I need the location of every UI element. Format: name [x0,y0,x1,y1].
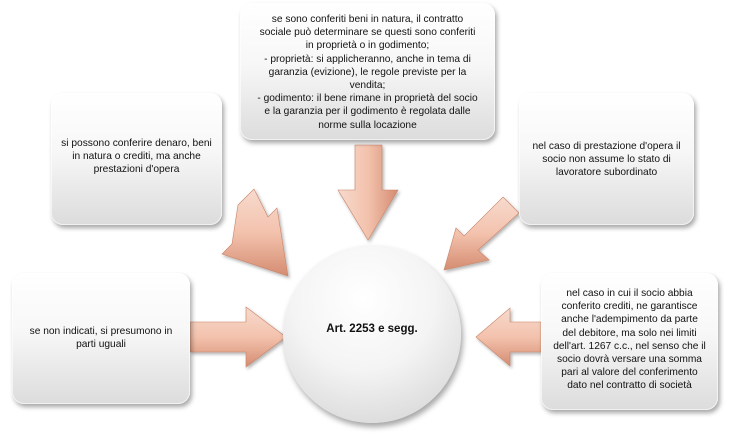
note-text-upper-left: si possono conferire denaro, beni in nat… [61,138,212,176]
note-box-lower-right: nel caso in cui il socio abbia conferito… [541,273,718,410]
note-box-lower-left: se non indicati, si presumono in parti u… [12,273,190,404]
note-text-lower-left: se non indicati, si presumono in parti u… [29,326,173,351]
note-box-upper-left: si possono conferire denaro, beni in nat… [51,93,222,225]
center-node: Art. 2253 e segg. [283,245,461,423]
arrow-lower-right [475,307,542,367]
note-box-upper-right: nel caso di prestazione d'opera il socio… [519,93,694,225]
note-text-top: se sono conferiti beni in natura, il con… [257,14,478,131]
center-label: Art. 2253 e segg. [326,323,418,335]
note-text-upper-right: nel caso di prestazione d'opera il socio… [532,141,681,179]
arrow-top [337,144,399,241]
note-box-top: se sono conferiti beni in natura, il con… [240,3,495,140]
arrow-lower-left [189,306,287,368]
arrow-upper-left [221,188,289,277]
arrow-upper-right [443,196,520,271]
note-text-lower-right: nel caso in cui il socio abbia conferito… [553,288,706,392]
